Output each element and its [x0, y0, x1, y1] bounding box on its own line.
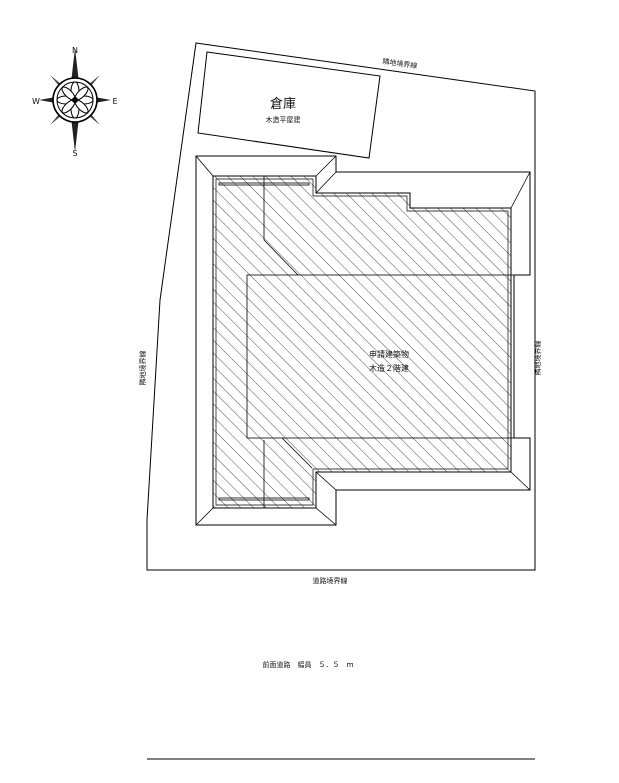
boundary-label-east: 隣地境界線 — [533, 341, 542, 376]
boundary-label-west: 隣地境界線 — [138, 351, 147, 386]
compass-west-label: W — [32, 97, 40, 106]
warehouse-outline — [197, 51, 381, 159]
boundary-label-south: 道路境界線 — [313, 576, 348, 585]
compass-east-label: E — [112, 97, 117, 106]
lot-boundary — [146, 42, 536, 571]
boundary-label-north: 隣地境界線 — [382, 57, 418, 71]
compass-rose-icon — [39, 48, 111, 152]
upper-floor-lines — [218, 176, 515, 508]
road-width-label: 前面道路 幅員 ５．５ ｍ — [263, 660, 354, 669]
warehouse-title: 倉庫 — [270, 97, 296, 112]
warehouse-subtitle: 木造平屋建 — [266, 115, 301, 124]
compass-north-label: N — [72, 46, 78, 55]
main-building-subtitle: 木造２階建 — [369, 363, 409, 373]
main-building-title: 申請建築物 — [369, 349, 409, 359]
building-footprint-inner-wall — [215, 178, 509, 506]
compass-south-label: S — [72, 149, 77, 158]
building-footprint-hatched — [212, 175, 512, 509]
roof-hip-lines — [195, 155, 531, 526]
